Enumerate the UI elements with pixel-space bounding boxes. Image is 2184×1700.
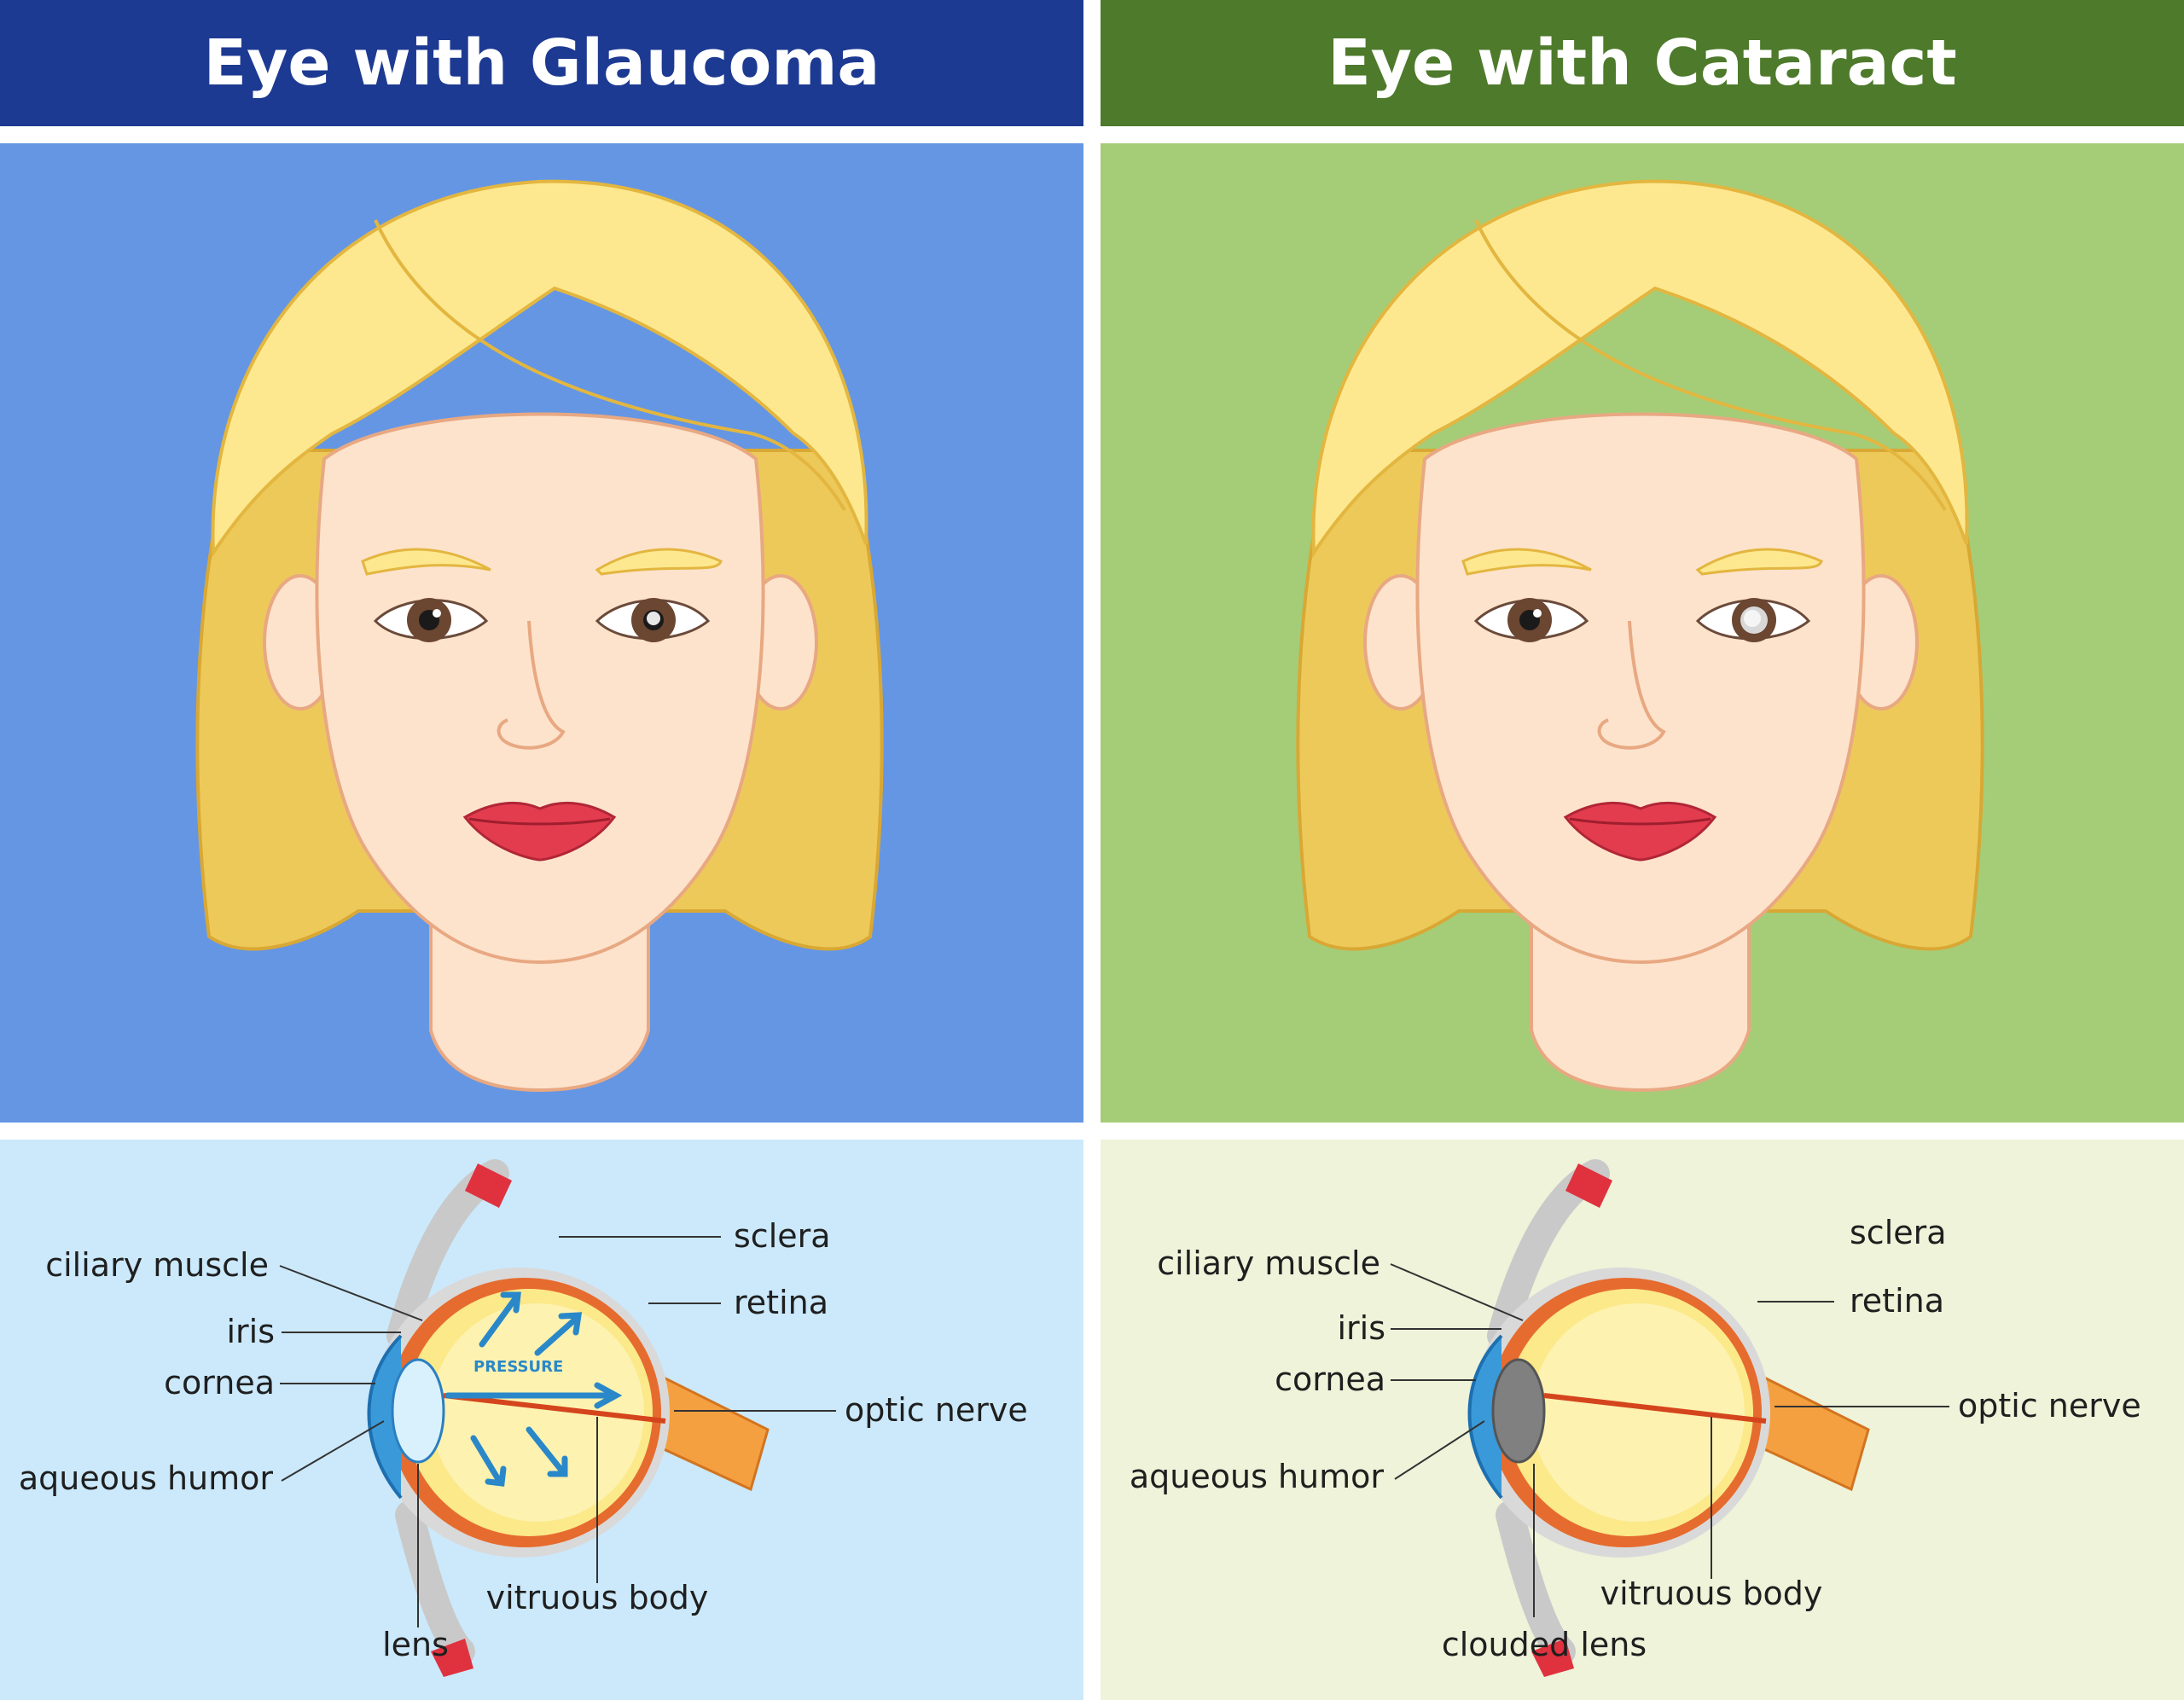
glaucoma-eye-diagram: PRESSURE ciliary muscle iris cornea aque… [19,1159,1028,1677]
label-sclera: sclera [1850,1214,1947,1251]
cataract-diagram-panel: ciliary muscle iris cornea aqueous humor… [1101,1140,2184,1700]
glaucoma-title: Eye with Glaucoma [203,26,880,100]
cataract-header: Eye with Cataract [1101,0,2184,126]
cataract-title: Eye with Cataract [1327,26,1957,100]
label-vitruous-body: vitruous body [1600,1575,1823,1612]
eye-cross-section: PRESSURE [367,1159,770,1677]
label-aqueous-humor: aqueous humor [1130,1458,1385,1495]
face-figure [1296,179,1984,1093]
label-ciliary-muscle: ciliary muscle [45,1246,269,1284]
cataract-face-panel [1101,143,2184,1123]
label-cornea: cornea [1275,1361,1385,1398]
glaucoma-face-illustration [195,179,884,1093]
face-figure [195,179,884,1093]
label-sclera: sclera [734,1217,831,1255]
label-clouded-lens: clouded lens [1442,1626,1647,1663]
glaucoma-header: Eye with Glaucoma [0,0,1083,126]
leader-lines [279,1236,836,1627]
label-retina: retina [1850,1282,1944,1320]
glaucoma-diagram-panel: PRESSURE ciliary muscle iris cornea aque… [0,1140,1083,1700]
eye-cross-section [1467,1159,1870,1677]
label-vitruous-body: vitruous body [486,1579,709,1616]
glaucoma-face-panel [0,143,1083,1123]
label-ciliary-muscle: ciliary muscle [1157,1245,1380,1282]
label-optic-nerve: optic nerve [1958,1387,2141,1424]
cataract-eye-diagram: ciliary muscle iris cornea aqueous humor… [1130,1159,2141,1677]
label-iris: iris [226,1313,275,1350]
label-optic-nerve: optic nerve [845,1391,1028,1429]
label-retina: retina [734,1284,828,1321]
label-lens: lens [382,1626,449,1663]
pressure-text: PRESSURE [473,1358,563,1376]
cataract-face-illustration [1296,179,1984,1093]
label-iris: iris [1337,1309,1385,1347]
leader-lines [1390,1263,1949,1617]
label-aqueous-humor: aqueous humor [19,1459,274,1497]
label-cornea: cornea [164,1364,275,1401]
